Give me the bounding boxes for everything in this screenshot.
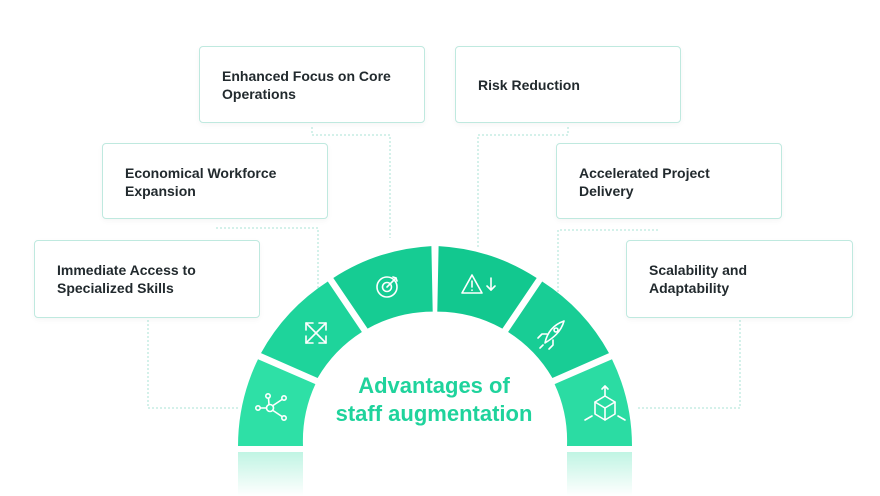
card-label: Risk Reduction: [478, 77, 580, 93]
advantage-card: Accelerated Project Delivery: [556, 143, 782, 219]
card-label: Scalability and: [649, 262, 748, 278]
ring-segment-6: [554, 359, 632, 446]
target-icon: [376, 276, 398, 298]
connector-line: [147, 320, 238, 409]
ring-reflection: [230, 446, 640, 496]
card-label: Enhanced Focus on Core: [222, 68, 391, 84]
connector-lines: [147, 127, 741, 409]
card-label: Specialized Skills: [57, 280, 174, 296]
card-label: Immediate Access to: [57, 262, 196, 278]
connector-line: [216, 227, 319, 290]
scale-cube-icon: [584, 385, 626, 421]
card-label: Delivery: [579, 183, 634, 199]
ring-segment-2: [261, 281, 362, 378]
connector-line: [477, 127, 569, 248]
card-label: Accelerated Project: [579, 165, 710, 181]
advantage-card: Risk Reduction: [455, 46, 681, 123]
advantage-card: Economical Workforce Expansion: [102, 143, 328, 219]
card-label: Expansion: [125, 183, 196, 199]
connector-line: [311, 127, 391, 238]
network-icon: [255, 392, 287, 421]
diagram-title-line: staff augmentation: [335, 401, 533, 426]
card-label: Adaptability: [649, 280, 730, 296]
card-label: Operations: [222, 86, 296, 102]
ring-segment-4: [437, 246, 537, 329]
connector-line: [557, 229, 658, 308]
advantage-card: Immediate Access to Specialized Skills: [34, 240, 260, 318]
advantage-card: Scalability and Adaptability: [626, 240, 853, 318]
warning-down-icon: [461, 274, 496, 294]
diagram-title-line: Advantages of: [358, 373, 510, 398]
rocket-icon: [537, 320, 565, 350]
advantage-card: Enhanced Focus on Core Operations: [199, 46, 425, 123]
connector-line: [637, 320, 741, 409]
card-label: Economical Workforce: [125, 165, 277, 181]
diagram-title: Advantages of staff augmentation: [300, 372, 568, 428]
expand-arrows-icon: [305, 322, 327, 344]
